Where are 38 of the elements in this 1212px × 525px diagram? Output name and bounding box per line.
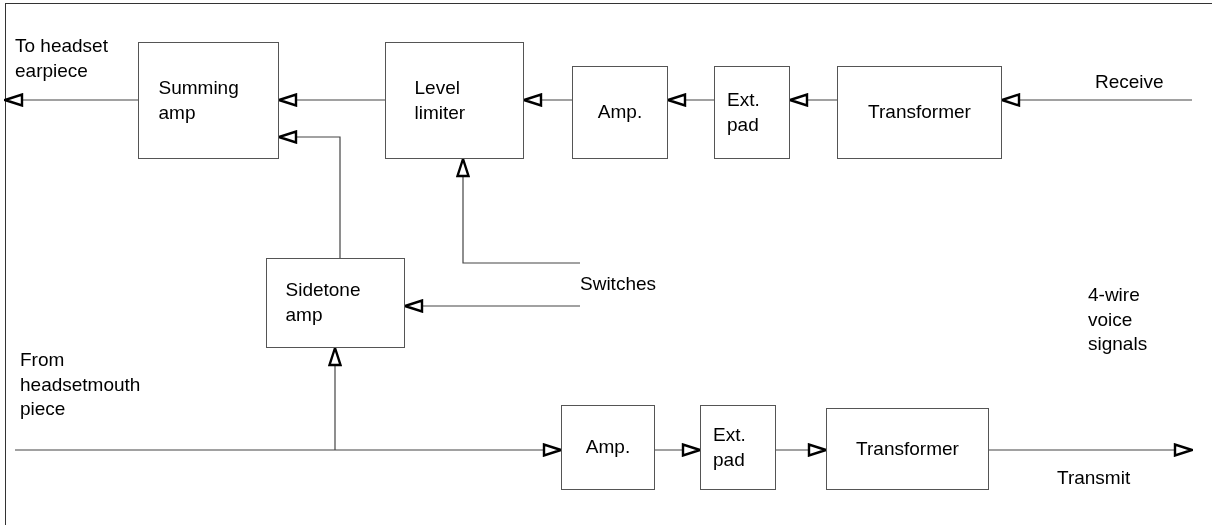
- block-label: Sidetone amp: [285, 278, 362, 327]
- signal-label: To headset earpiece: [5, 34, 145, 84]
- arrow: [666, 93, 715, 107]
- block-box: [700, 405, 776, 490]
- arrow: [277, 93, 386, 107]
- block-box: [826, 408, 989, 490]
- arrow: [775, 443, 828, 457]
- arrow: [1000, 93, 1193, 107]
- block-box: [714, 66, 790, 159]
- block-label: Transformer: [856, 436, 959, 461]
- block-box: [385, 42, 524, 159]
- block-label: Amp.: [585, 435, 631, 460]
- arrow: [788, 93, 838, 107]
- arrow: [277, 130, 341, 259]
- block-label: Transformer: [868, 100, 971, 125]
- signal-label: From headsetmouth piece: [20, 348, 142, 422]
- arrow: [988, 443, 1194, 457]
- block-label: Ext. pad: [713, 422, 747, 472]
- arrow: [403, 299, 581, 313]
- block-box: [837, 66, 1002, 159]
- block-box: [266, 258, 405, 348]
- block-box: [572, 66, 668, 159]
- signal-label: 4-wire voice signals: [1088, 283, 1149, 357]
- arrow: [654, 443, 702, 457]
- arrow: [328, 346, 342, 451]
- block-label: Amp.: [597, 100, 643, 125]
- arrow: [456, 157, 581, 264]
- block-box: [138, 42, 279, 159]
- block-label: Ext. pad: [727, 87, 761, 137]
- block-box: [561, 405, 655, 490]
- arrow: [3, 93, 139, 107]
- signal-label: Receive: [1095, 70, 1165, 94]
- block-label: Level limiter: [414, 75, 467, 125]
- block-label: Summing amp: [158, 75, 240, 125]
- arrow: [522, 93, 573, 107]
- signal-label: Transmit: [1057, 466, 1132, 490]
- arrow: [14, 443, 563, 457]
- signal-label: Switches: [580, 258, 695, 310]
